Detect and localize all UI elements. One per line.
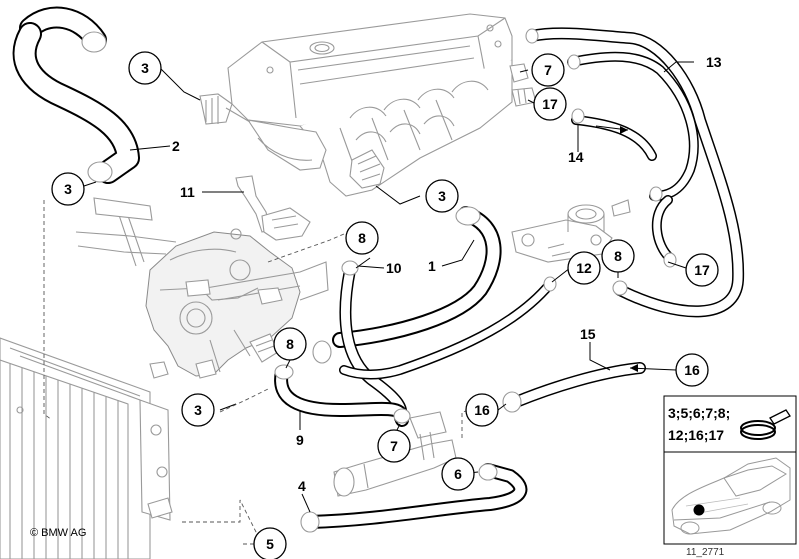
svg-text:8: 8	[286, 336, 294, 352]
callout-17-right: 17	[685, 253, 719, 287]
svg-text:16: 16	[474, 402, 490, 418]
callout-3-bottom: 3	[181, 393, 215, 427]
legend-line-1: 3;5;6;7;8;	[668, 405, 730, 421]
hose-part-1	[332, 206, 502, 348]
svg-text:7: 7	[390, 438, 398, 454]
hose-part-12-line	[312, 276, 557, 380]
hose-clamp-icon	[740, 409, 791, 440]
part-labels: 2 11 10 1 13 14 15 9 4	[172, 54, 722, 494]
svg-text:3: 3	[194, 402, 202, 418]
label-part-10: 10	[386, 260, 402, 276]
label-part-15: 15	[580, 326, 596, 342]
hose-part-2	[12, 6, 140, 184]
callout-8-left: 8	[273, 327, 307, 361]
hose-part-9	[274, 364, 411, 427]
hose-part-13	[525, 27, 745, 318]
label-part-2: 2	[172, 138, 180, 154]
callout-16-center: 16	[465, 393, 499, 427]
callout-8-right: 8	[601, 239, 635, 273]
label-part-4: 4	[298, 478, 306, 494]
callout-3-center: 3	[425, 179, 459, 213]
label-part-11: 11	[180, 184, 195, 200]
callout-8-center: 8	[345, 221, 379, 255]
callout-3-left: 3	[51, 172, 85, 206]
svg-text:7: 7	[544, 62, 552, 78]
legend-line-2: 12;16;17	[668, 427, 724, 443]
bracket-part-11	[235, 175, 311, 241]
expansion-tank-bracket	[511, 199, 631, 263]
svg-text:12: 12	[576, 260, 592, 276]
label-part-9: 9	[296, 432, 304, 448]
radiator-illustration	[0, 337, 173, 559]
vehicle-location-thumbnail	[663, 451, 797, 545]
svg-text:3: 3	[64, 181, 72, 197]
flow-arrows	[595, 125, 677, 372]
callout-7-top: 7	[531, 53, 565, 87]
hose-part-14	[571, 108, 657, 161]
water-pump-assembly	[75, 197, 329, 379]
callout-16-right: 16	[675, 353, 709, 387]
callouts: 3 3 3 3 7 7 17 17 8 8 8 12 16 16 6 5	[51, 51, 719, 559]
callout-17-top: 17	[533, 87, 567, 121]
svg-text:8: 8	[358, 230, 366, 246]
svg-text:16: 16	[684, 362, 700, 378]
location-marker-icon	[693, 504, 705, 516]
callout-5: 5	[253, 527, 287, 559]
engine-block-illustration	[199, 13, 537, 197]
svg-text:5: 5	[266, 536, 274, 552]
car-icon	[671, 457, 791, 535]
callout-7-bottom: 7	[377, 429, 411, 463]
label-part-13: 13	[706, 54, 722, 70]
svg-text:6: 6	[454, 466, 462, 482]
clamp-legend-box: 3;5;6;7;8; 12;16;17	[663, 395, 797, 453]
diagram-reference-id: 11_2771	[686, 547, 725, 558]
callout-6: 6	[441, 457, 475, 491]
copyright-notice: © BMW AG	[30, 527, 86, 539]
leader-lines	[77, 61, 694, 513]
callout-3-top: 3	[128, 51, 162, 85]
svg-text:3: 3	[141, 60, 149, 76]
svg-text:8: 8	[614, 248, 622, 264]
callout-12: 12	[567, 251, 601, 285]
label-part-1: 1	[428, 258, 436, 274]
label-part-14: 14	[568, 149, 584, 165]
svg-text:3: 3	[438, 188, 446, 204]
svg-text:17: 17	[694, 262, 710, 278]
svg-text:17: 17	[542, 96, 558, 112]
hose-part-4	[300, 463, 528, 533]
hose-part-15	[502, 362, 646, 413]
